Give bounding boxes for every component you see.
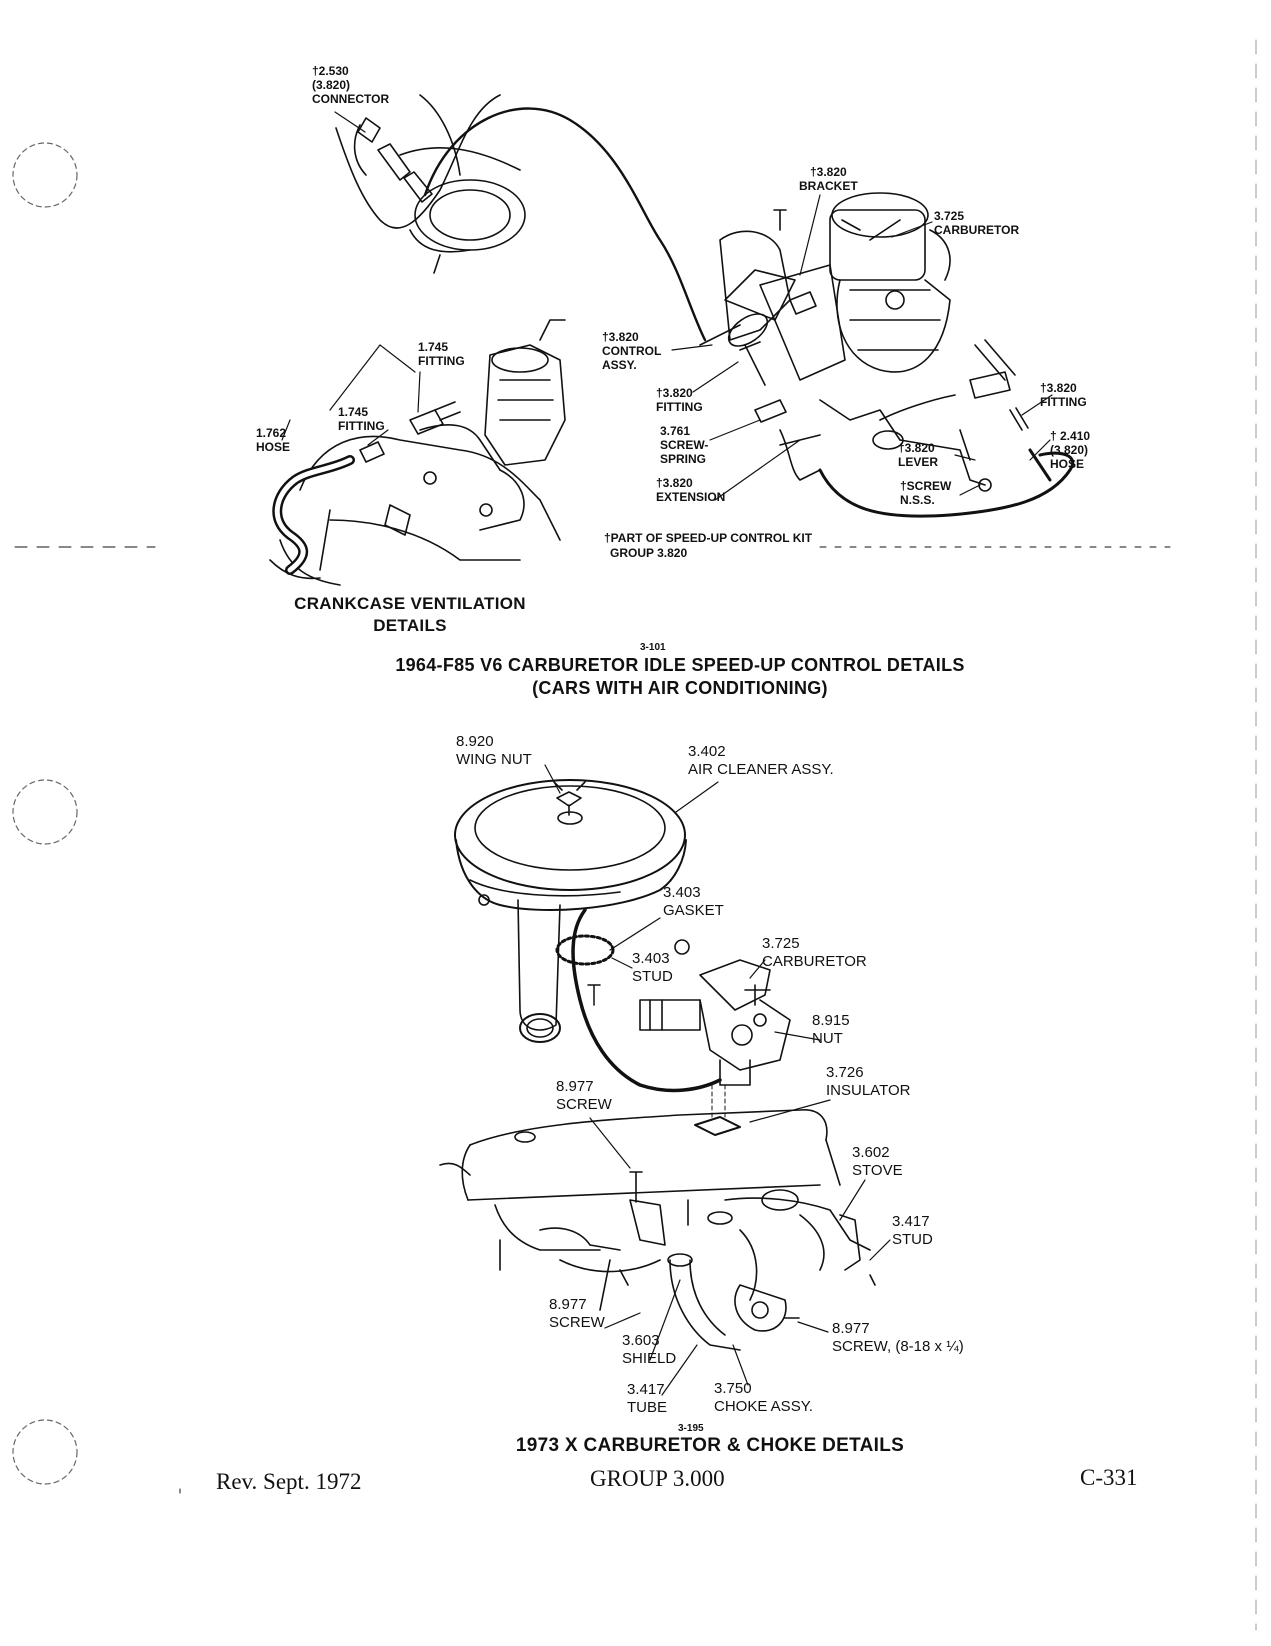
label-stove: 3.602 STOVE — [852, 1144, 903, 1179]
label-stud-3417: 3.417 STUD — [892, 1213, 933, 1248]
group-number: GROUP 3.000 — [590, 1466, 725, 1491]
figure2-number: 3-195 — [678, 1423, 704, 1434]
label-screw-left: 8.977 SCREW — [549, 1296, 605, 1331]
label-carburetor-lower: 3.725 CARBURETOR — [762, 935, 867, 970]
label-stud-3403: 3.403 STUD — [632, 950, 673, 985]
label-screw-spring: 3.761 SCREW- SPRING — [660, 424, 709, 466]
label-screw-nss: †SCREW N.S.S. — [900, 479, 952, 507]
gasket-ring — [555, 934, 615, 966]
figure2-leaders — [544, 764, 891, 1396]
footnote-line1: †PART OF SPEED-UP CONTROL KIT — [604, 531, 813, 545]
label-air-cleaner: 3.402 AIR CLEANER ASSY. — [688, 743, 834, 778]
label-fitting-1745-lower: 1.745 FITTING — [338, 405, 385, 433]
speed-up-control-assembly — [699, 192, 1074, 518]
crankcase-title-line1: CRANKCASE VENTILATION — [294, 594, 526, 613]
figure1-leaders — [281, 111, 1053, 501]
label-screw-right: 8.977 SCREW, (8-18 x ¼) — [832, 1320, 964, 1355]
label-choke: 3.750 CHOKE ASSY. — [714, 1380, 813, 1415]
figure1-title-line1: 1964-F85 V6 CARBURETOR IDLE SPEED-UP CON… — [395, 655, 965, 675]
figure1-title-line2: (CARS WITH AIR CONDITIONING) — [532, 678, 828, 698]
label-control-assy: †3.820 CONTROL ASSY. — [602, 330, 662, 372]
label-carburetor-upper: 3.725 CARBURETOR — [934, 209, 1020, 237]
label-tube: 3.417 TUBE — [627, 1381, 668, 1416]
insulator — [694, 1116, 741, 1136]
intake-manifold-assembly — [439, 1109, 876, 1351]
punch-holes — [12, 142, 78, 1485]
label-wing-nut: 8.920 WING NUT — [456, 733, 532, 768]
footnote-line2: GROUP 3.820 — [610, 546, 688, 560]
crankcase-title-line2: DETAILS — [373, 616, 447, 635]
label-lever: †3.820 LEVER — [898, 441, 939, 469]
label-fitting-3820-right: †3.820 FITTING — [1040, 381, 1087, 409]
air-cleaner-assembly — [454, 779, 687, 1043]
figure1-number: 3-101 — [640, 642, 666, 653]
connector-assembly — [335, 94, 526, 274]
label-extension: †3.820 EXTENSION — [656, 476, 726, 504]
revision-date: Rev. Sept. 1972 — [216, 1469, 362, 1494]
carburetor-assembly — [639, 959, 791, 1086]
label-shield: 3.603 SHIELD — [622, 1332, 677, 1367]
label-connector: †2.530 (3.820) CONNECTOR — [312, 64, 390, 106]
figure2-title: 1973 X CARBURETOR & CHOKE DETAILS — [515, 1435, 905, 1456]
label-fitting-3820-left: †3.820 FITTING — [656, 386, 703, 414]
label-nut: 8.915 NUT — [812, 1012, 850, 1047]
label-hose-1762: 1.762 HOSE — [256, 426, 291, 454]
crankcase-ventilation-assembly — [269, 319, 566, 586]
label-hose-2410: † 2.410 (3.820) HOSE — [1050, 429, 1091, 471]
label-insulator: 3.726 INSULATOR — [826, 1064, 911, 1099]
label-gasket: 3.403 GASKET — [663, 884, 724, 919]
page-number: C-331 — [1080, 1465, 1138, 1490]
label-bracket: †3.820 BRACKET — [799, 165, 858, 193]
label-screw-top: 8.977 SCREW — [556, 1078, 612, 1113]
label-fitting-1745-upper: 1.745 FITTING — [418, 340, 465, 368]
